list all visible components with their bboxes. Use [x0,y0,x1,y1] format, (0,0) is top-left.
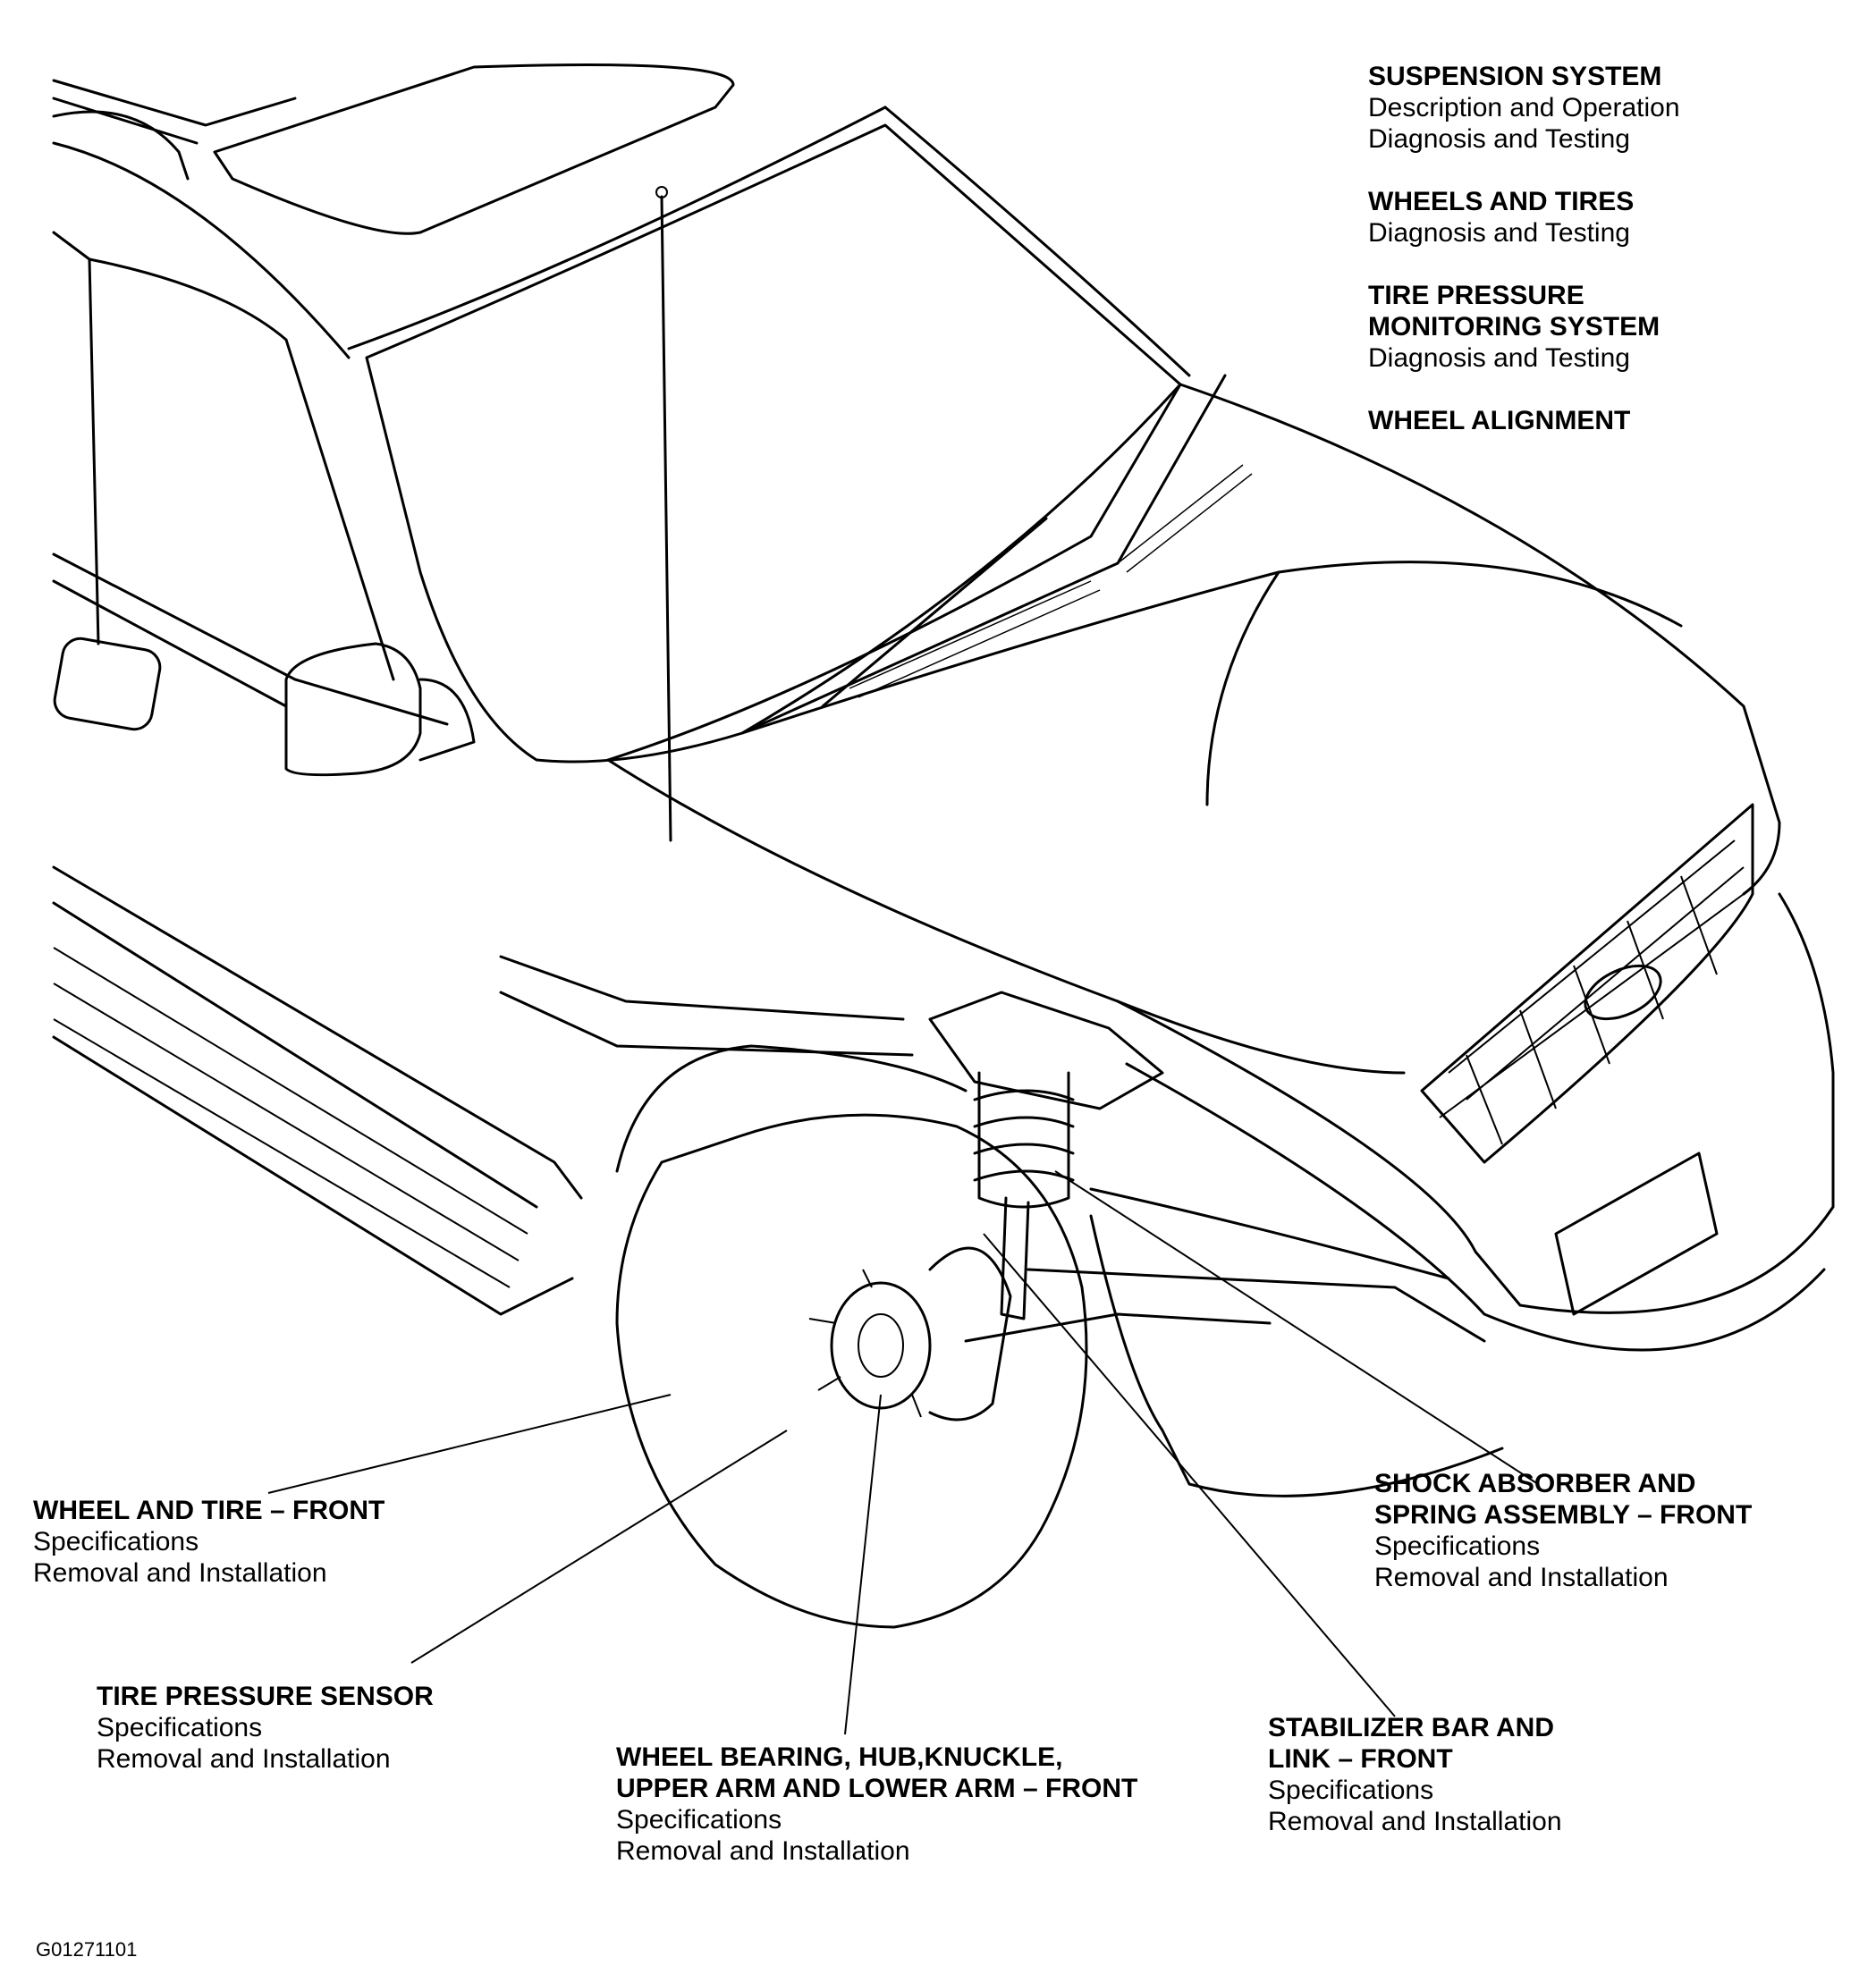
callout-heading: STABILIZER BAR AND [1268,1713,1554,1742]
vehicle-body-outline [52,63,1835,1497]
callout-heading: UPPER ARM AND LOWER ARM – FRONT [616,1774,1138,1803]
index-sub: Diagnosis and Testing [1368,218,1630,248]
callout-heading: SPRING ASSEMBLY – FRONT [1374,1500,1753,1530]
callout-sub: Specifications [1268,1776,1434,1805]
callout-sub: Removal and Installation [1268,1807,1562,1836]
callout-sub: Removal and Installation [616,1836,910,1866]
index-heading: WHEEL ALIGNMENT [1368,406,1631,435]
index-wheel-alignment: WHEEL ALIGNMENT [1368,405,1630,436]
leader-wheel-tire [267,1394,672,1494]
leader-wheel-bearing [844,1394,882,1735]
index-sub: Diagnosis and Testing [1368,343,1630,373]
callout-sub: Specifications [33,1527,199,1556]
index-sub: Description and Operation [1368,93,1680,122]
callout-stabilizer-bar: STABILIZER BAR AND LINK – FRONT Specific… [1268,1712,1562,1837]
callout-tire-pressure-sensor: TIRE PRESSURE SENSOR Specifications Remo… [97,1681,434,1775]
callout-heading: WHEEL AND TIRE – FRONT [33,1496,385,1525]
callout-heading: TIRE PRESSURE SENSOR [97,1682,434,1711]
callout-heading: LINK – FRONT [1268,1744,1453,1774]
index-wheels-and-tires: WHEELS AND TIRES Diagnosis and Testing [1368,186,1634,249]
callout-sub: Removal and Installation [33,1558,327,1588]
figure-id: G01271101 [36,1938,138,1961]
callout-shock-absorber: SHOCK ABSORBER AND SPRING ASSEMBLY – FRO… [1374,1468,1752,1593]
callout-sub: Removal and Installation [97,1744,391,1774]
leader-shock [1054,1170,1539,1485]
callout-sub: Specifications [616,1805,782,1835]
callout-sub: Specifications [1374,1531,1541,1561]
suspension-assembly [499,955,1486,1629]
callout-sub: Removal and Installation [1374,1563,1669,1592]
callout-wheel-bearing: WHEEL BEARING, HUB,KNUCKLE, UPPER ARM AN… [616,1742,1137,1867]
callout-heading: SHOCK ABSORBER AND [1374,1469,1696,1498]
callout-wheel-and-tire: WHEEL AND TIRE – FRONT Specifications Re… [33,1495,384,1589]
index-suspension-system: SUSPENSION SYSTEM Description and Operat… [1368,61,1680,155]
leader-stabilizer [983,1233,1396,1717]
callout-sub: Specifications [97,1713,263,1742]
index-sub: Diagnosis and Testing [1368,124,1630,154]
leader-tire-sensor [410,1430,788,1664]
index-heading: MONITORING SYSTEM [1368,312,1661,342]
index-heading: TIRE PRESSURE [1368,281,1584,310]
callout-heading: WHEEL BEARING, HUB,KNUCKLE, [616,1742,1063,1772]
index-heading: WHEELS AND TIRES [1368,187,1635,216]
index-tire-pressure-monitoring: TIRE PRESSURE MONITORING SYSTEM Diagnosi… [1368,280,1660,374]
leader-lines [267,1170,1539,1735]
index-heading: SUSPENSION SYSTEM [1368,62,1662,91]
